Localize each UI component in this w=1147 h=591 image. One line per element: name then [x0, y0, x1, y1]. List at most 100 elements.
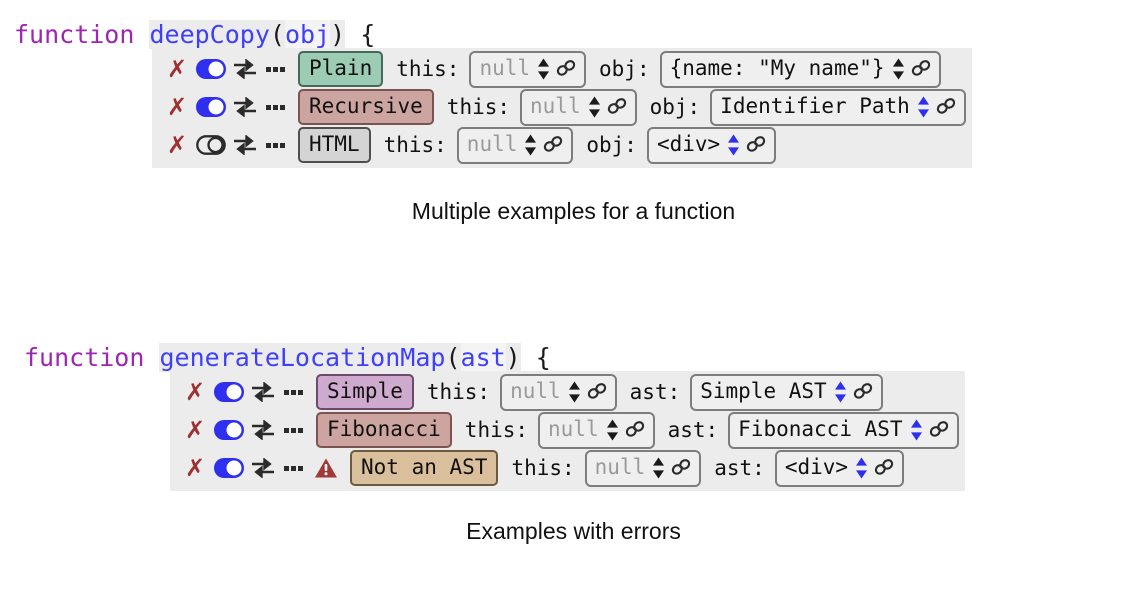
- close-icon[interactable]: ✗: [184, 454, 206, 482]
- swap-icon[interactable]: [232, 92, 258, 122]
- chain-link-icon[interactable]: [670, 457, 693, 479]
- brace-open: {: [345, 20, 376, 49]
- value-stepper-icon[interactable]: [588, 95, 601, 119]
- close-icon[interactable]: ✗: [184, 416, 206, 444]
- ellipsis-icon[interactable]: [280, 453, 306, 483]
- keyword-function: function: [24, 343, 160, 372]
- param-value-text: Identifier Path: [720, 94, 910, 119]
- chain-link-icon[interactable]: [928, 419, 951, 441]
- param-value-field[interactable]: Fibonacci AST: [728, 411, 959, 449]
- param-label: obj:: [586, 132, 637, 157]
- param-label: ast:: [667, 417, 719, 442]
- ellipsis-icon[interactable]: [262, 92, 288, 122]
- function-name[interactable]: generateLocationMap: [159, 343, 446, 372]
- chain-link-icon[interactable]: [606, 96, 629, 118]
- close-icon[interactable]: ✗: [166, 55, 188, 83]
- function-argument[interactable]: obj: [284, 20, 331, 49]
- param-label: ast:: [629, 379, 681, 404]
- value-stepper-icon[interactable]: [568, 380, 581, 404]
- example-name-chip[interactable]: Fibonacci: [316, 412, 452, 448]
- value-stepper-icon[interactable]: [855, 456, 868, 480]
- param-value-field[interactable]: <div>: [774, 449, 905, 487]
- param-value-text: null: [530, 94, 581, 119]
- param-value-field[interactable]: Identifier Path: [710, 88, 966, 126]
- chain-link-icon[interactable]: [555, 58, 578, 80]
- param-label: this:: [511, 455, 575, 480]
- param-label: ast:: [714, 455, 765, 480]
- example-name-chip[interactable]: Not an AST: [350, 450, 499, 486]
- chain-link-icon[interactable]: [935, 96, 958, 118]
- brace-open: {: [520, 343, 551, 372]
- swap-icon[interactable]: [232, 130, 258, 160]
- warning-triangle-icon[interactable]: [312, 453, 340, 483]
- value-stepper-icon[interactable]: [917, 95, 930, 119]
- swap-icon[interactable]: [250, 453, 276, 483]
- param-value-text: <div>: [784, 455, 849, 480]
- block-caption: Examples with errors: [466, 518, 681, 544]
- param-value-field[interactable]: Simple AST: [690, 373, 883, 411]
- param-value-text: null: [548, 417, 599, 442]
- param-value-field[interactable]: {name: "My name"}: [659, 50, 941, 88]
- chain-link-icon[interactable]: [745, 134, 768, 156]
- example-name-chip[interactable]: Plain: [298, 51, 384, 87]
- chain-link-icon[interactable]: [542, 134, 565, 156]
- value-stepper-icon[interactable]: [606, 418, 619, 442]
- param-value-field[interactable]: null: [538, 411, 655, 449]
- param-value-field[interactable]: null: [500, 373, 617, 411]
- param-value-text: null: [510, 379, 561, 404]
- param-value-field[interactable]: null: [456, 126, 574, 164]
- ellipsis-icon[interactable]: [280, 377, 306, 407]
- value-stepper-icon[interactable]: [537, 57, 550, 81]
- enable-toggle[interactable]: [194, 130, 228, 160]
- param-label: obj:: [599, 56, 650, 81]
- ellipsis-icon[interactable]: [262, 54, 288, 84]
- function-argument[interactable]: ast: [460, 343, 506, 372]
- example-name-chip[interactable]: Recursive: [298, 89, 434, 125]
- param-value-field[interactable]: null: [584, 449, 702, 487]
- param-label: this:: [426, 379, 491, 404]
- function-name[interactable]: deepCopy: [149, 20, 270, 49]
- param-value-text: null: [594, 455, 646, 480]
- enable-toggle[interactable]: [212, 415, 246, 445]
- examples-panel: ✗ Simple this: null ast: Simple AST ✗ Fibonacci…: [170, 371, 965, 491]
- example-name-chip[interactable]: Simple: [316, 374, 414, 410]
- chain-link-icon[interactable]: [624, 419, 647, 441]
- block-caption: Multiple examples for a function: [411, 198, 736, 224]
- close-icon[interactable]: ✗: [166, 93, 188, 121]
- param-label: this:: [446, 94, 511, 119]
- keyword-function: function: [14, 20, 150, 49]
- close-icon[interactable]: ✗: [166, 131, 188, 159]
- example-name-chip[interactable]: HTML: [298, 127, 371, 163]
- param-value-field[interactable]: null: [469, 50, 587, 88]
- chain-link-icon[interactable]: [910, 58, 933, 80]
- value-stepper-icon[interactable]: [834, 380, 847, 404]
- param-value-field[interactable]: null: [520, 88, 637, 126]
- chain-link-icon[interactable]: [873, 457, 896, 479]
- chain-link-icon[interactable]: [852, 381, 875, 403]
- param-label: this:: [383, 132, 447, 157]
- enable-toggle[interactable]: [212, 377, 246, 407]
- swap-icon[interactable]: [250, 377, 276, 407]
- chain-link-icon[interactable]: [586, 381, 609, 403]
- paren-close: ): [505, 343, 521, 372]
- param-value-field[interactable]: <div>: [646, 126, 777, 164]
- value-stepper-icon[interactable]: [652, 456, 665, 480]
- param-label: obj:: [649, 94, 701, 119]
- ellipsis-icon[interactable]: [280, 415, 306, 445]
- value-stepper-icon[interactable]: [727, 133, 740, 157]
- enable-toggle[interactable]: [194, 54, 228, 84]
- swap-icon[interactable]: [250, 415, 276, 445]
- ellipsis-icon[interactable]: [262, 130, 288, 160]
- close-icon[interactable]: ✗: [184, 378, 206, 406]
- enable-toggle[interactable]: [194, 92, 228, 122]
- paren-open: (: [445, 343, 461, 372]
- swap-icon[interactable]: [232, 54, 258, 84]
- value-stepper-icon[interactable]: [892, 57, 905, 81]
- enable-toggle[interactable]: [212, 453, 246, 483]
- function-signature: function generateLocationMap(ast) {: [10, 343, 965, 372]
- value-stepper-icon[interactable]: [524, 133, 537, 157]
- function-signature: function deepCopy(obj) {: [0, 20, 972, 49]
- value-stepper-icon[interactable]: [910, 418, 923, 442]
